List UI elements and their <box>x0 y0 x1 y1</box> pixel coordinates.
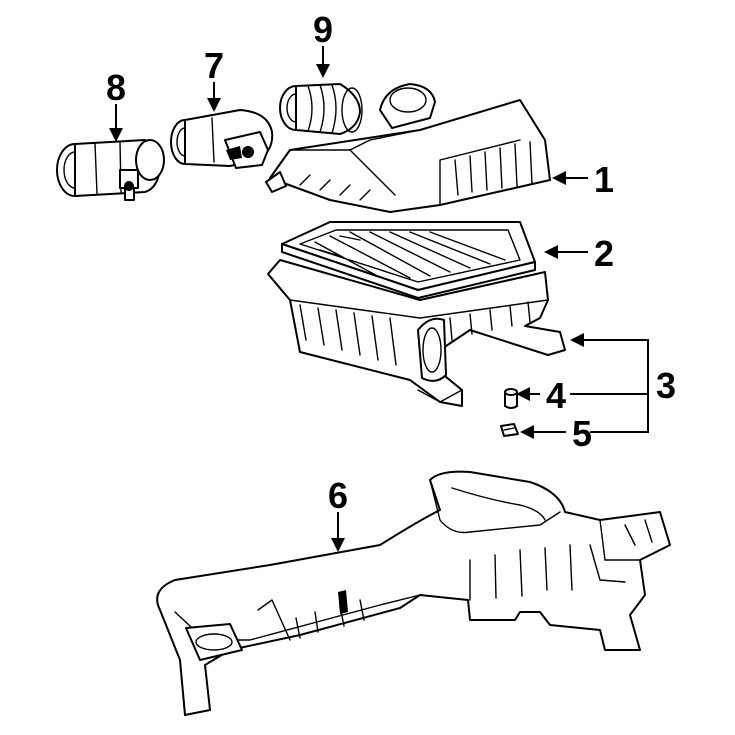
callout-1: 1 <box>594 159 614 200</box>
callout-3: 3 <box>656 365 676 406</box>
leader-lines <box>109 46 649 552</box>
air-cleaner-cover-icon <box>265 83 551 213</box>
callout-4: 4 <box>546 375 566 416</box>
callout-5: 5 <box>572 413 592 454</box>
air-cleaner-case-icon <box>267 259 566 407</box>
callout-8: 8 <box>106 67 126 108</box>
grommet-icon <box>504 388 518 409</box>
intake-hose-icon <box>279 83 363 135</box>
callout-labels: 8 7 9 1 2 3 4 5 6 <box>106 9 676 516</box>
air-filter-element-icon <box>281 221 536 299</box>
intake-resonator-duct-icon <box>156 470 671 716</box>
callout-6: 6 <box>328 475 348 516</box>
clip-icon <box>500 423 519 437</box>
callout-2: 2 <box>594 233 614 274</box>
callout-7: 7 <box>204 45 224 86</box>
throttle-adapter-icon <box>170 109 274 169</box>
callout-9: 9 <box>313 9 333 50</box>
air-flow-meter-icon <box>56 139 165 201</box>
